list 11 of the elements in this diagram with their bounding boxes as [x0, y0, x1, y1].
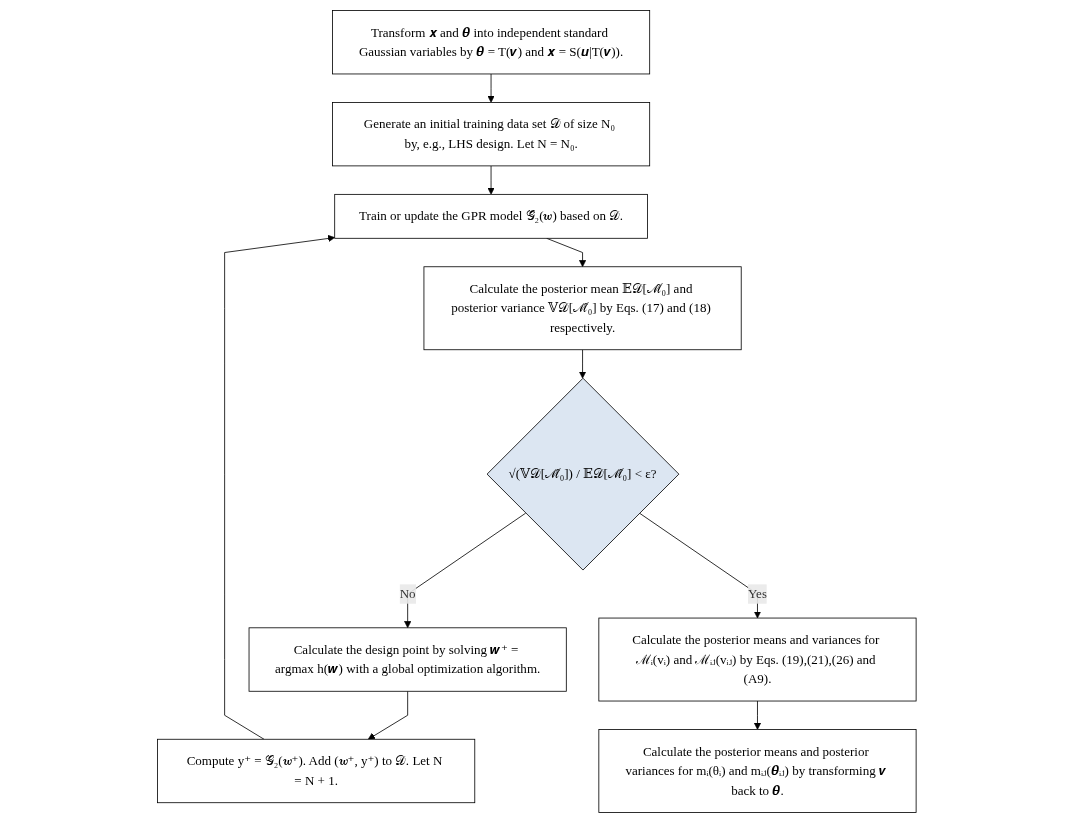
- edge-label: No: [399, 586, 416, 601]
- edge-label: Yes: [747, 586, 767, 601]
- node-box: Calculate the posterior mean 𝔼𝒟[ℳ̂₀] and posterior variance 𝕍𝒟[ℳ̂₀] by Eqs. (17) and (18) respectively.: [423, 266, 742, 351]
- node-box: Train or update the GPR model 𝒢̂₂(𝒘) based on 𝒟.: [334, 193, 648, 239]
- node-box: Calculate the posterior means and variances for ℳᵢ(vᵢ) and ℳᵢⱼ(vᵢⱼ) by Eqs. (19),(21),(26) and (A9).: [598, 617, 917, 702]
- node-box: Generate an initial training data set 𝒟 of size N₀ by, e.g., LHS design. Let N = N₀.: [331, 102, 650, 167]
- node-box: Calculate the design point by solving 𝒘⁺ = argmax h(𝒘) with a global optimization algorithm.: [248, 627, 567, 692]
- node-diamond: √(𝕍𝒟[ℳ̂₀]) / 𝔼𝒟[ℳ̂₀] < ε?: [486, 377, 679, 571]
- node-box: Transform 𝒙 and 𝜽 into independent standard Gaussian variables by 𝜽 = T(𝒗) and 𝒙 = S(𝒖|T(𝒗)).: [331, 10, 650, 75]
- node-box: Compute y⁺ = 𝒢₂(𝒘⁺). Add (𝒘⁺, y⁺) to 𝒟. Let N = N + 1.: [156, 738, 475, 804]
- node-box: Calculate the posterior means and posterior variances for mᵢ(θᵢ) and mᵢⱼ(𝜽ᵢⱼ) by transforming 𝒗 back to 𝜽.: [598, 729, 917, 813]
